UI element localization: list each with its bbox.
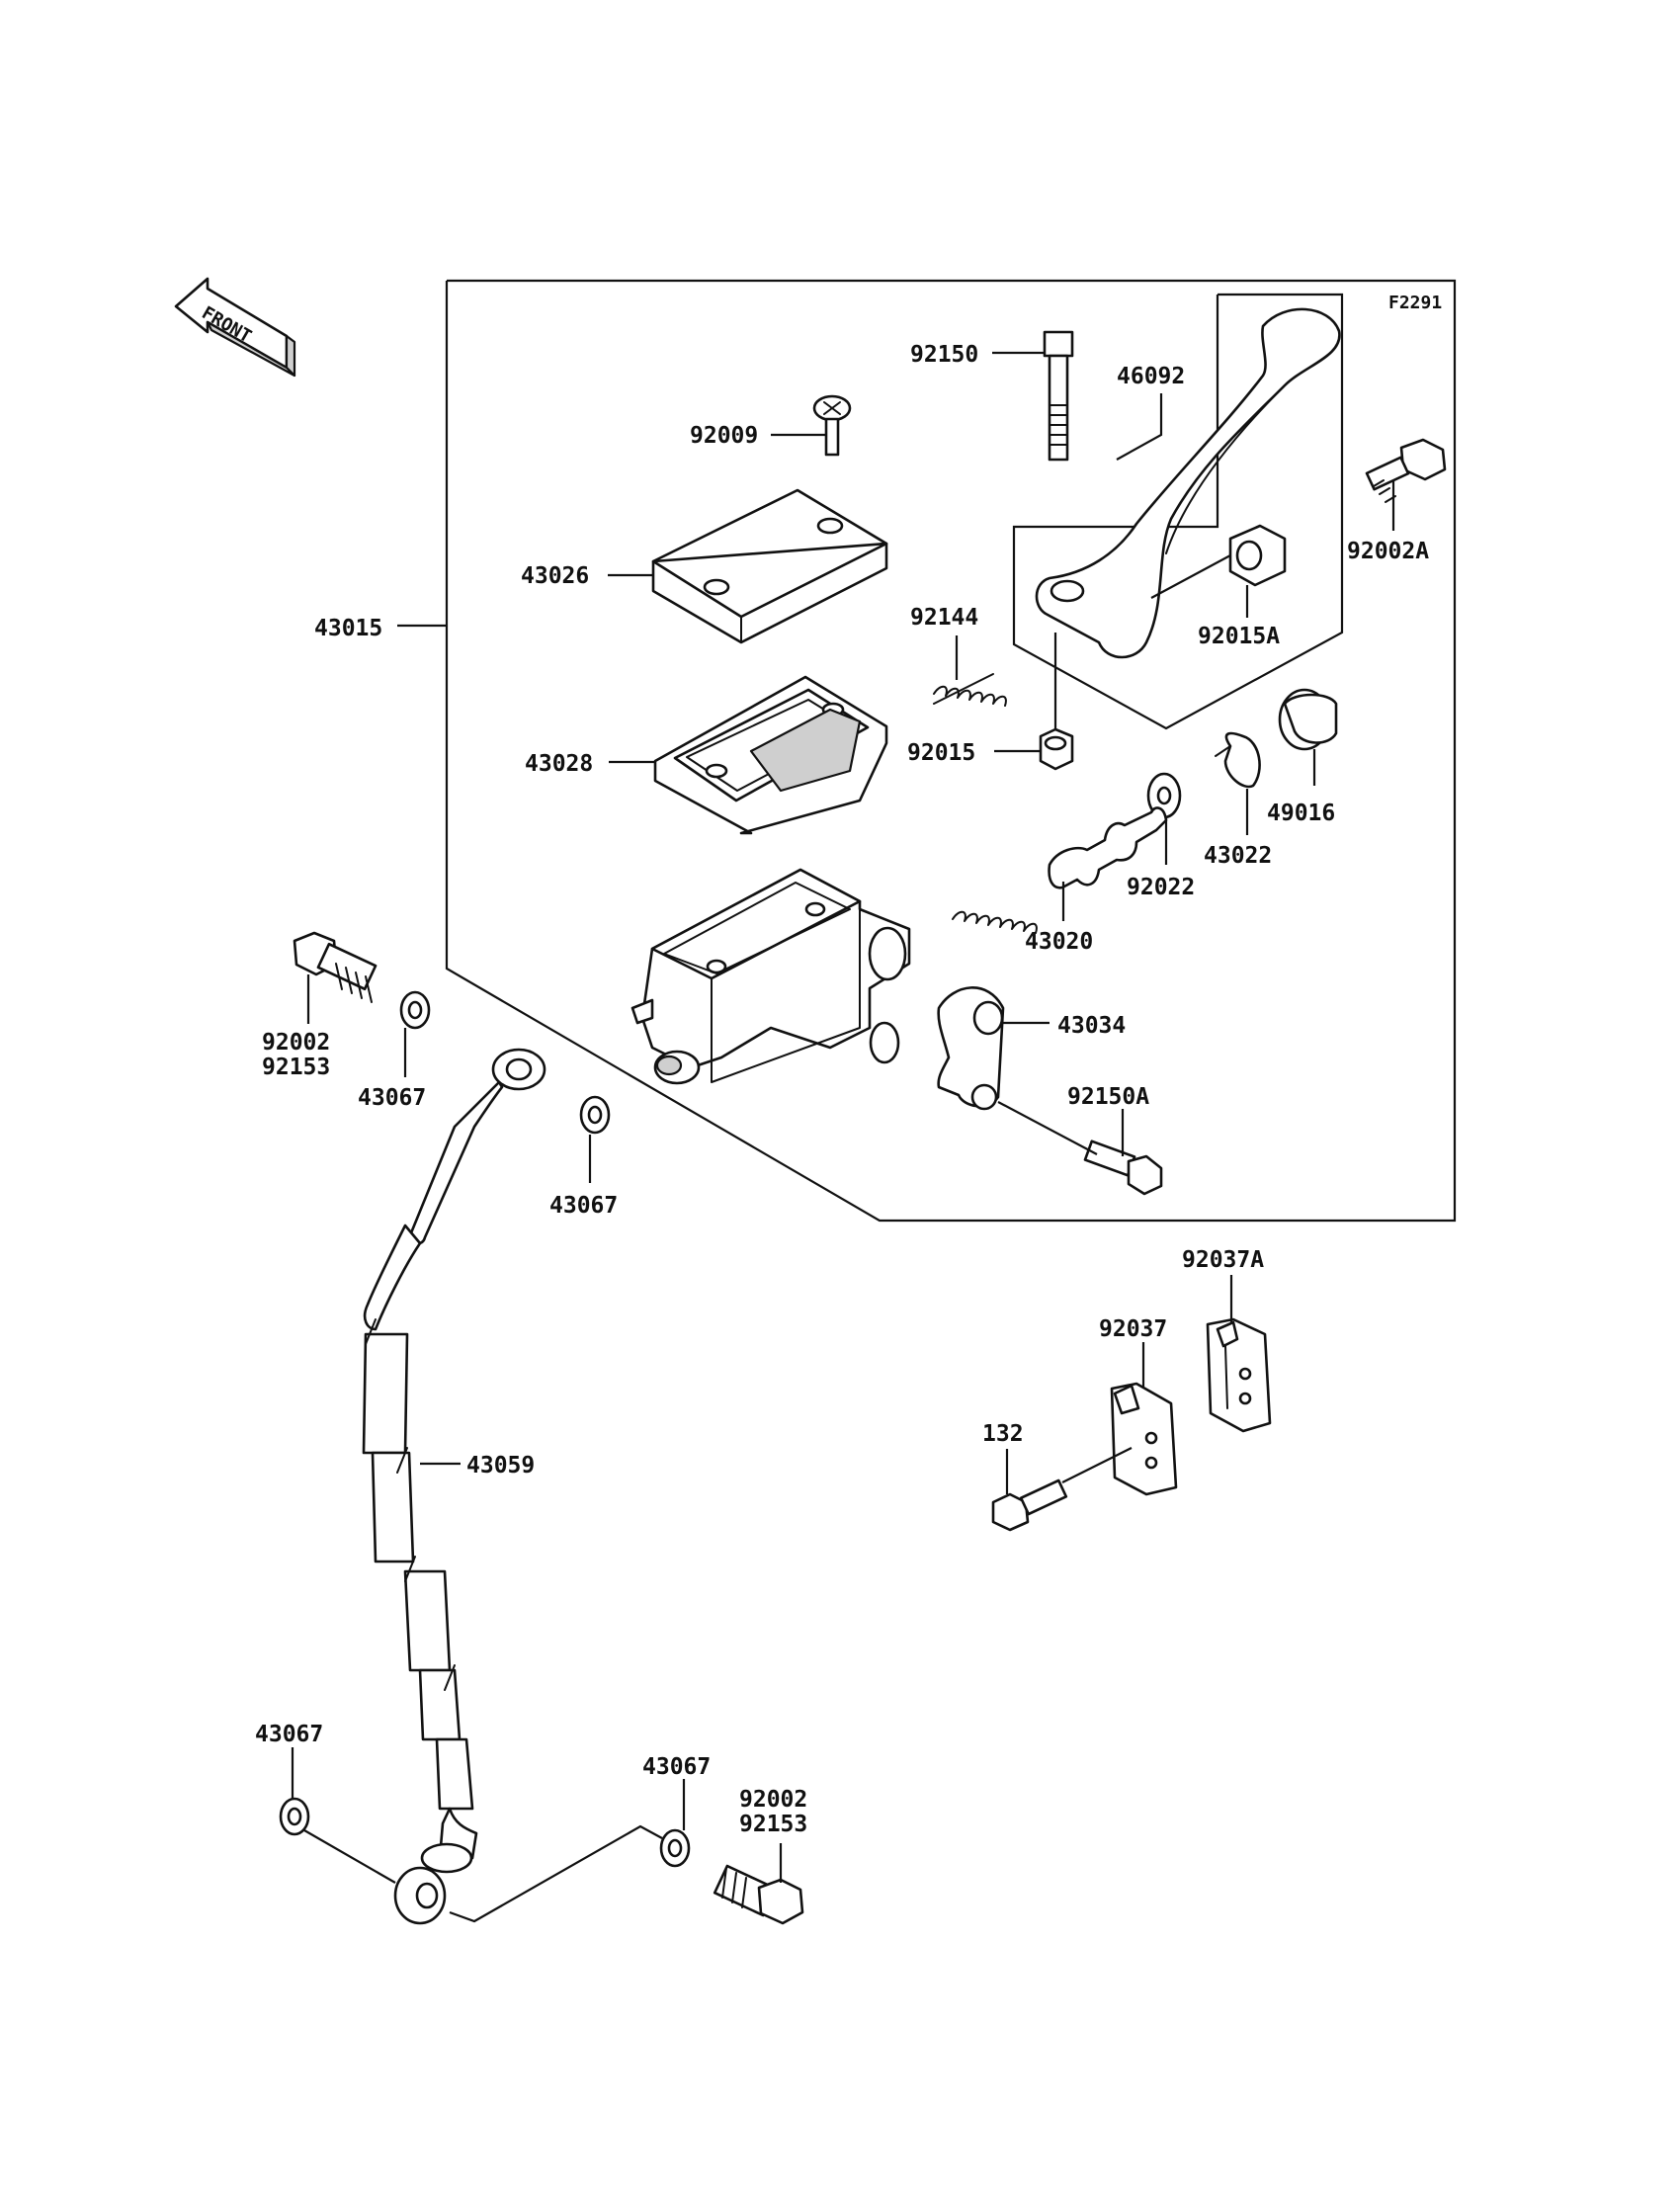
clamp-43034 [937,986,1005,1111]
label-43067-c: 43067 [255,1722,323,1747]
figure-code: F2291 [1388,293,1442,313]
label-49016: 49016 [1267,801,1335,826]
label-92022: 92022 [1127,875,1195,900]
label-92153-bottom: 92153 [739,1812,807,1837]
label-92150: 92150 [910,342,978,368]
label-43026: 43026 [521,563,589,589]
label-43028: 43028 [525,751,593,777]
label-92015A: 92015A [1198,624,1280,649]
label-92009: 92009 [690,423,758,449]
label-43067-b: 43067 [549,1193,618,1219]
label-43067-a: 43067 [358,1085,426,1111]
assembly-boundary [445,279,1457,1223]
brake-lever-46092 [1035,307,1341,659]
washer-43067-b [579,1095,611,1135]
bolt-92150A [1083,1140,1163,1196]
label-92037A: 92037A [1182,1247,1264,1273]
bracket-92037A [1206,1317,1272,1433]
label-43020: 43020 [1025,929,1093,955]
brake-hose-43059 [362,1048,546,1925]
label-92144: 92144 [910,605,978,631]
label-43015: 43015 [314,616,382,641]
nut-92015A [1228,524,1287,587]
label-92037: 92037 [1099,1316,1167,1342]
label-43034: 43034 [1057,1013,1126,1039]
washer-43067-c [279,1797,310,1836]
label-92002-top: 92002 [262,1030,330,1056]
label-43059: 43059 [466,1453,535,1479]
banjo-bolt-top [293,931,378,1003]
piston-43020 [952,806,1168,934]
screw-92009 [812,394,852,457]
diaphragm-43028 [653,675,888,835]
label-92002-bottom: 92002 [739,1787,807,1813]
bolt-132 [991,1479,1068,1532]
label-92153-top: 92153 [262,1055,330,1080]
label-132: 132 [982,1421,1024,1447]
spring-92144 [933,673,1007,707]
circlip-43022 [1215,731,1261,789]
banjo-bolt-bottom [713,1864,804,1925]
master-cylinder-body [630,868,911,1085]
label-92150A: 92150A [1067,1084,1149,1110]
label-92002A: 92002A [1347,539,1429,564]
bolt-92150 [1043,330,1074,462]
label-43067-d: 43067 [642,1754,711,1780]
washer-43067-d [659,1828,691,1868]
label-43022: 43022 [1204,843,1272,869]
nut-92015 [1039,727,1074,771]
label-92015: 92015 [907,740,975,766]
bolt-92002A [1365,438,1447,503]
reservoir-cover-43026 [651,488,888,644]
label-46092: 46092 [1117,364,1185,389]
washer-43067-a [399,990,431,1030]
bracket-92037 [1110,1382,1178,1496]
lever-subbox [1012,293,1344,730]
front-arrow-icon: FRONT [174,277,296,378]
boot-49016 [1278,688,1338,751]
